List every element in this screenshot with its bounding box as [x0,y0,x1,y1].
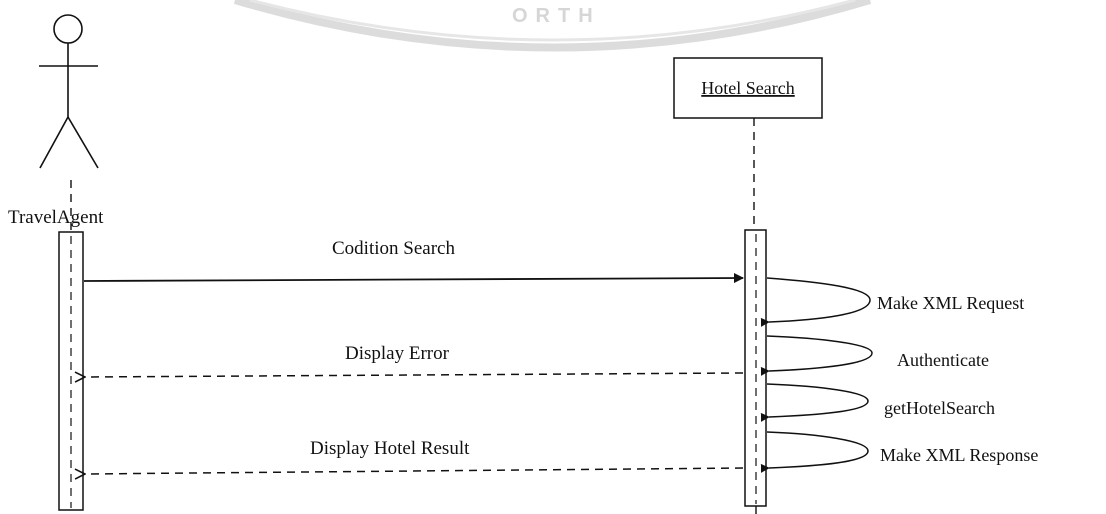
display-error-arrow [85,373,744,377]
self-call-authenticate [760,335,873,376]
condition-search-arrow [83,273,744,284]
actor-stick-figure-icon [39,14,99,169]
watermark-text: ORTH [512,5,601,27]
hotel-search-label: Hotel Search [701,78,794,98]
watermark: ORTH [233,0,872,52]
display-hotel-result-arrow [85,467,744,474]
actor-head [53,14,83,44]
actor-right-leg [67,116,99,169]
make-xml-request-label: Make XML Request [877,293,1024,313]
hotel-search-object-box [673,57,823,119]
make-xml-response-label: Make XML Response [880,445,1038,465]
display-error-label: Display Error [345,343,450,364]
self-call-make-xml-request [760,277,871,327]
authenticate-label: Authenticate [897,350,989,370]
condition-search-label: Codition Search [332,238,455,259]
get-hotel-search-label: getHotelSearch [884,398,995,418]
self-call-make-xml-response [760,431,869,473]
travel-agent-activation-bar [58,231,84,511]
actor-left-leg [39,116,69,169]
self-call-get-hotel-search [760,383,869,422]
self-call-loops [760,277,873,473]
travel-agent-label: TravelAgent [8,207,104,228]
display-hotel-result-label: Display Hotel Result [310,438,470,459]
